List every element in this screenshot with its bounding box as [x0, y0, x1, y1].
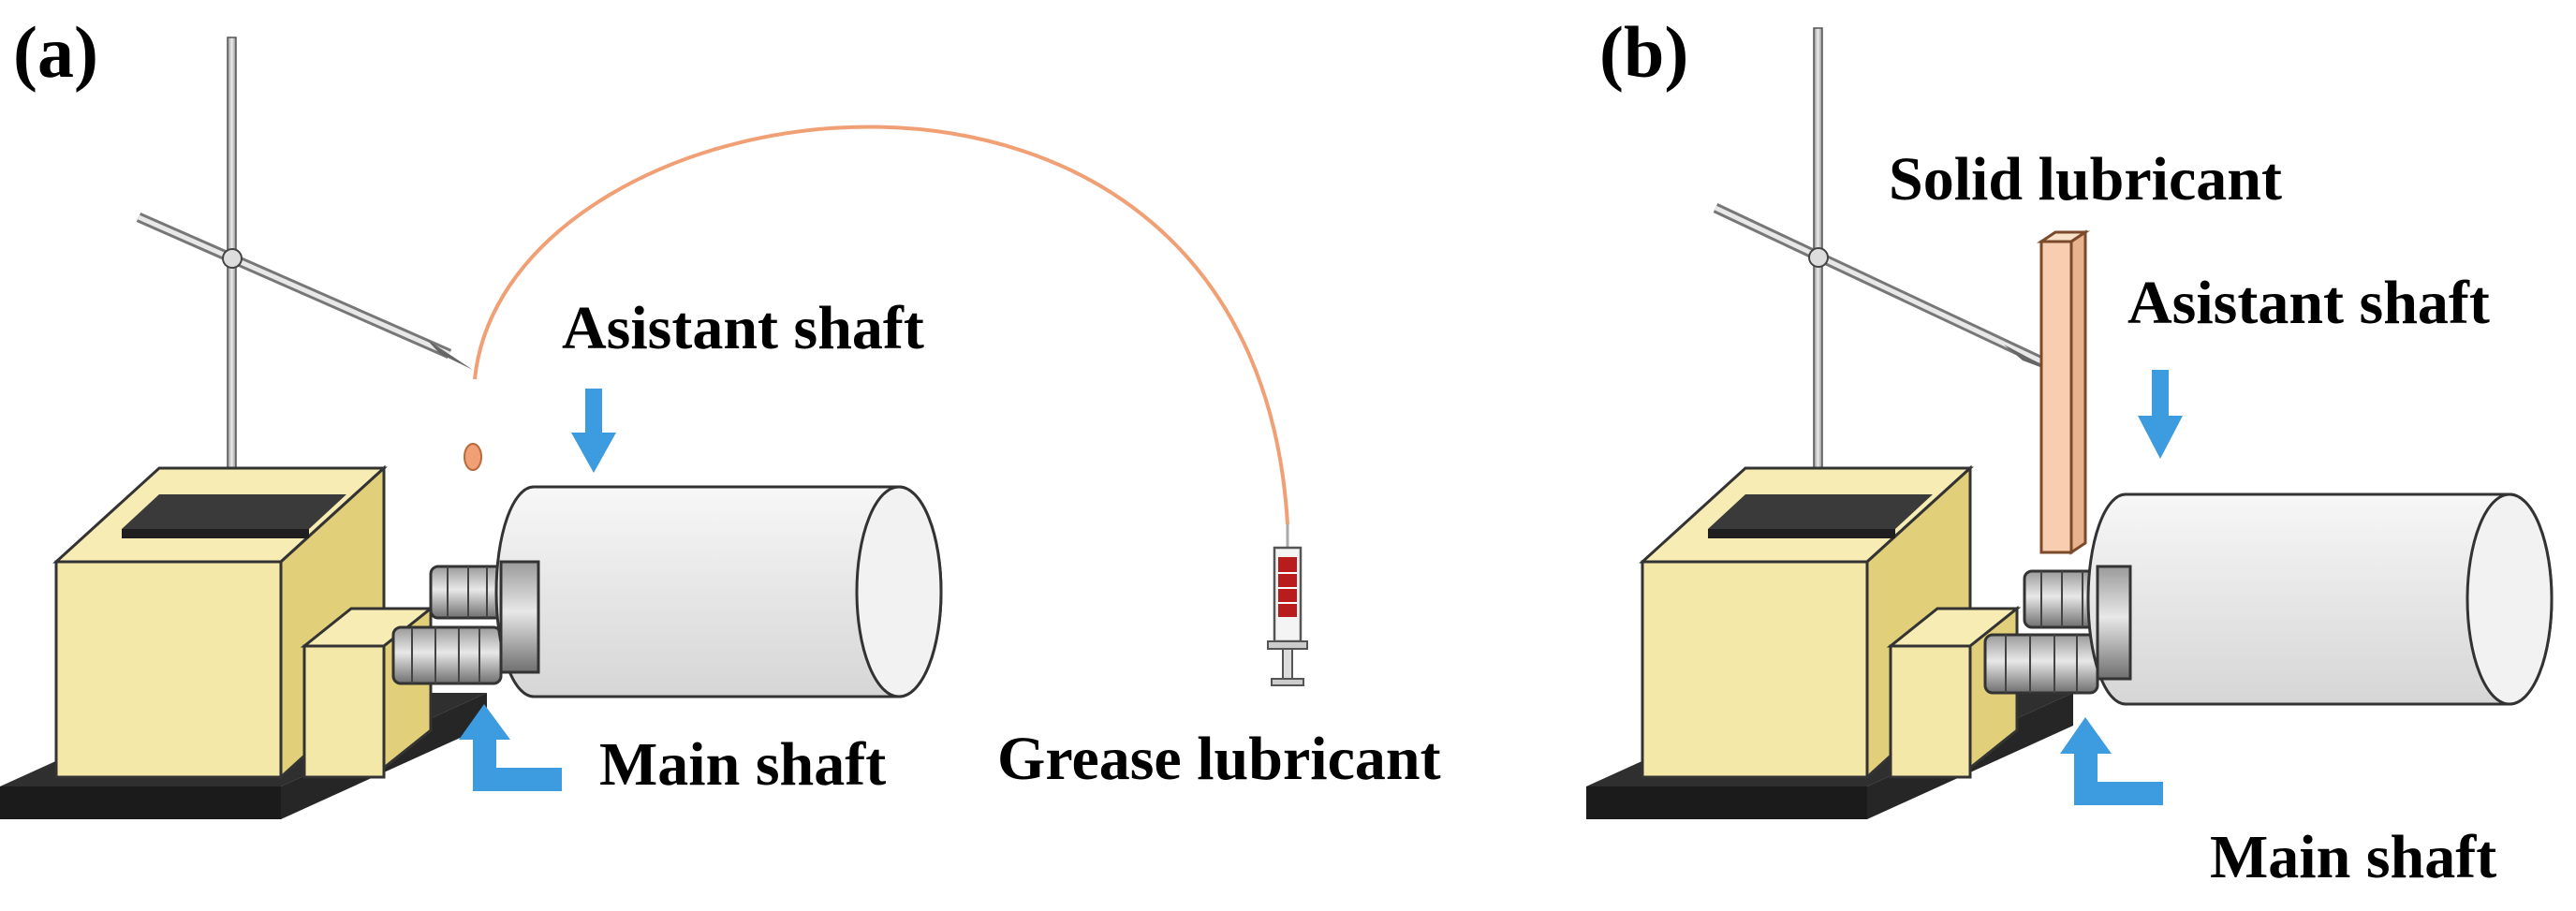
needle-tip — [426, 339, 473, 370]
panel-a-label: (a) — [13, 11, 98, 93]
panel-b: (b) — [1584, 11, 2554, 891]
clamp-joint — [1808, 247, 1829, 268]
shaft-cylinder — [2086, 492, 2554, 706]
callout-grease-lubricant: Grease lubricant — [997, 725, 1441, 793]
grease-droplet — [464, 443, 482, 471]
lower-knob — [1983, 633, 2099, 695]
grease-feed-line — [473, 125, 1289, 525]
clamp-joint — [222, 248, 243, 269]
arrow-down-icon — [2138, 370, 2183, 459]
lower-knob — [391, 625, 503, 685]
arrow-up-corner-icon — [2060, 717, 2163, 805]
shaft-cylinder — [494, 485, 943, 698]
callout-main-shaft: Main shaft — [599, 730, 886, 799]
callout-main-shaft: Main shaft — [2210, 823, 2496, 891]
upper-knob — [429, 565, 508, 620]
arrow-up-corner-icon — [459, 704, 562, 791]
syringe-icon — [1267, 524, 1308, 686]
callout-solid-lubricant: Solid lubricant — [1889, 145, 2282, 213]
stand-rod — [227, 37, 237, 516]
callout-assistant-shaft: Asistant shaft — [562, 294, 924, 362]
panel-a: (a) — [0, 11, 1441, 821]
stand-rod — [1813, 27, 1823, 527]
solid-lubricant-bar — [2037, 229, 2090, 555]
arrow-down-icon — [571, 389, 616, 473]
panel-b-label: (b) — [1599, 11, 1688, 93]
callout-assistant-shaft: Asistant shaft — [2127, 269, 2490, 337]
